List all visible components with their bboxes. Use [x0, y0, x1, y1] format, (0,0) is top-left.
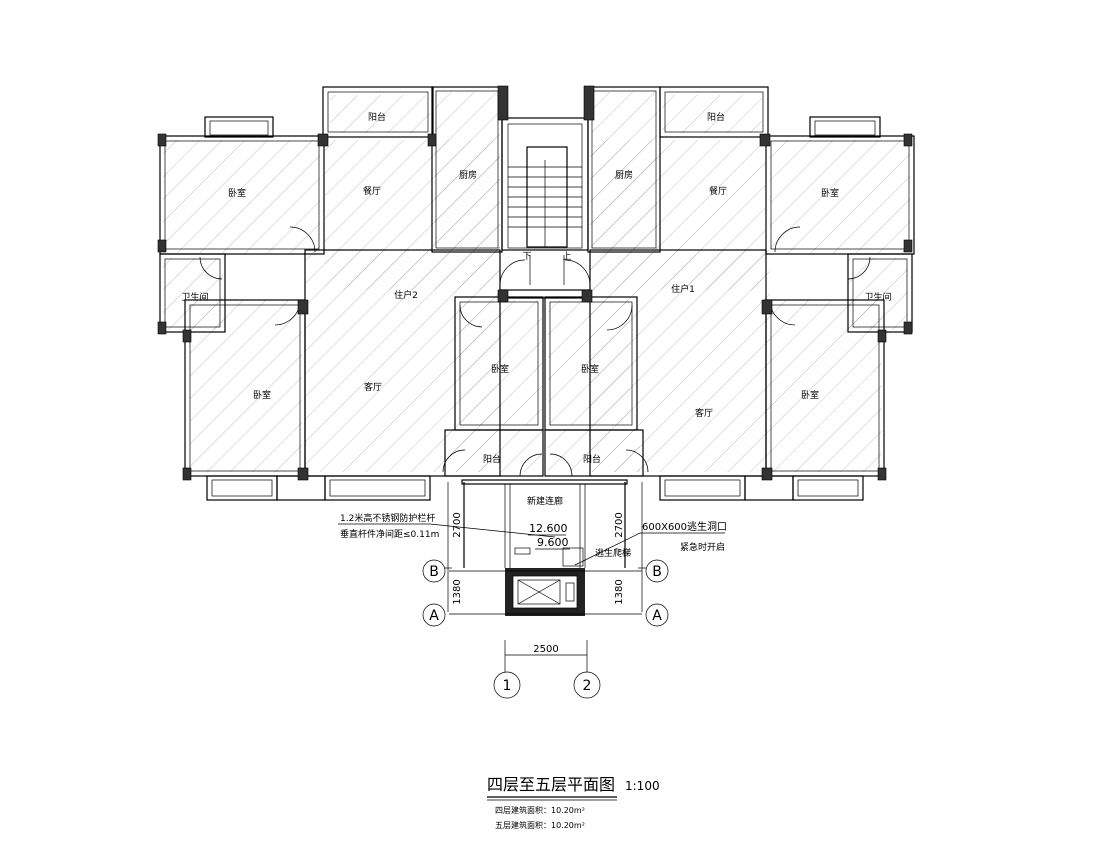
axis-b-right: B — [652, 564, 662, 580]
dimension-lines: 2700 1380 2700 1380 2500 — [444, 482, 646, 672]
elevator-shaft — [505, 568, 585, 616]
axis-bubbles: B B A A 1 2 — [422, 559, 669, 699]
floor-hatch — [163, 92, 910, 472]
label-unit-right: 住户1 — [671, 283, 695, 295]
dim-bottom-2500: 2500 — [533, 644, 558, 655]
label-new-corridor: 新建连廊 — [527, 495, 563, 507]
note-hatch-line2: 紧急时开启 — [680, 541, 725, 553]
dim-left-2700: 2700 — [452, 512, 463, 537]
staircase — [499, 117, 591, 299]
walls-left-unit — [159, 86, 544, 501]
area-fourth-floor: 四层建筑面积：10.20m² — [495, 805, 585, 815]
label-balcony-top-left: 阳台 — [368, 111, 386, 123]
label-kitchen-right: 厨房 — [615, 169, 633, 181]
axis-two: 2 — [583, 678, 592, 694]
label-balcony-bottom-left: 阳台 — [483, 453, 501, 465]
axis-one: 1 — [503, 678, 512, 694]
label-bedroom-nw: 卧室 — [228, 187, 246, 199]
axis-a-right: A — [652, 608, 662, 624]
area-fifth-floor: 五层建筑面积：10.20m² — [495, 820, 585, 830]
label-living-right: 客厅 — [695, 407, 713, 419]
label-dining-left: 餐厅 — [363, 185, 381, 197]
label-kitchen-left: 厨房 — [459, 169, 477, 181]
label-stair-down: 下 — [522, 252, 531, 262]
label-living-left: 客厅 — [364, 381, 382, 393]
annotations: 1.2米高不锈钢防护栏杆 垂直杆件净间距≤0.11m 12.600 9.600 … — [338, 512, 727, 566]
columns — [157, 85, 913, 481]
dim-right-1380: 1380 — [614, 579, 625, 604]
note-railing-line1: 1.2米高不锈钢防护栏杆 — [340, 512, 435, 524]
note-railing-line2: 垂直杆件净间距≤0.11m — [340, 528, 439, 540]
axis-a-left: A — [429, 608, 439, 624]
label-bath-right: 卫生间 — [864, 291, 891, 303]
label-bath-left: 卫生间 — [181, 291, 208, 303]
dim-left-1380: 1380 — [452, 579, 463, 604]
room-labels: 阳台 阳台 厨房 厨房 餐厅 餐厅 卧室 卧室 卫生间 卫生间 住户2 住户1 … — [181, 111, 891, 507]
title-block: 四层至五层平面图 1:100 四层建筑面积：10.20m² 五层建筑面积：10.… — [487, 775, 660, 830]
label-bedroom-mid-left: 卧室 — [491, 363, 509, 375]
new-corridor — [461, 479, 628, 568]
walls-right-unit — [544, 86, 915, 501]
dim-right-2700: 2700 — [614, 512, 625, 537]
label-bedroom-ne: 卧室 — [821, 187, 839, 199]
label-bedroom-mid-right: 卧室 — [581, 363, 599, 375]
label-dining-right: 餐厅 — [709, 185, 727, 197]
doors — [199, 226, 871, 477]
label-balcony-top-right: 阳台 — [707, 111, 725, 123]
note-level-upper: 12.600 — [529, 522, 568, 535]
note-level-lower: 9.600 — [537, 536, 569, 549]
drawing-title: 四层至五层平面图 — [487, 775, 615, 794]
label-bedroom-se: 卧室 — [801, 389, 819, 401]
note-escape-ladder: 逃生爬梯 — [595, 547, 631, 559]
label-stair-up: 上 — [562, 251, 571, 262]
label-balcony-bottom-right: 阳台 — [583, 453, 601, 465]
axis-b-left: B — [429, 564, 439, 580]
drawing-scale: 1:100 — [625, 779, 660, 793]
note-hatch-line1: 600X600逃生洞口 — [642, 520, 727, 533]
label-bedroom-sw: 卧室 — [253, 389, 271, 401]
label-unit-left: 住户2 — [394, 289, 418, 301]
